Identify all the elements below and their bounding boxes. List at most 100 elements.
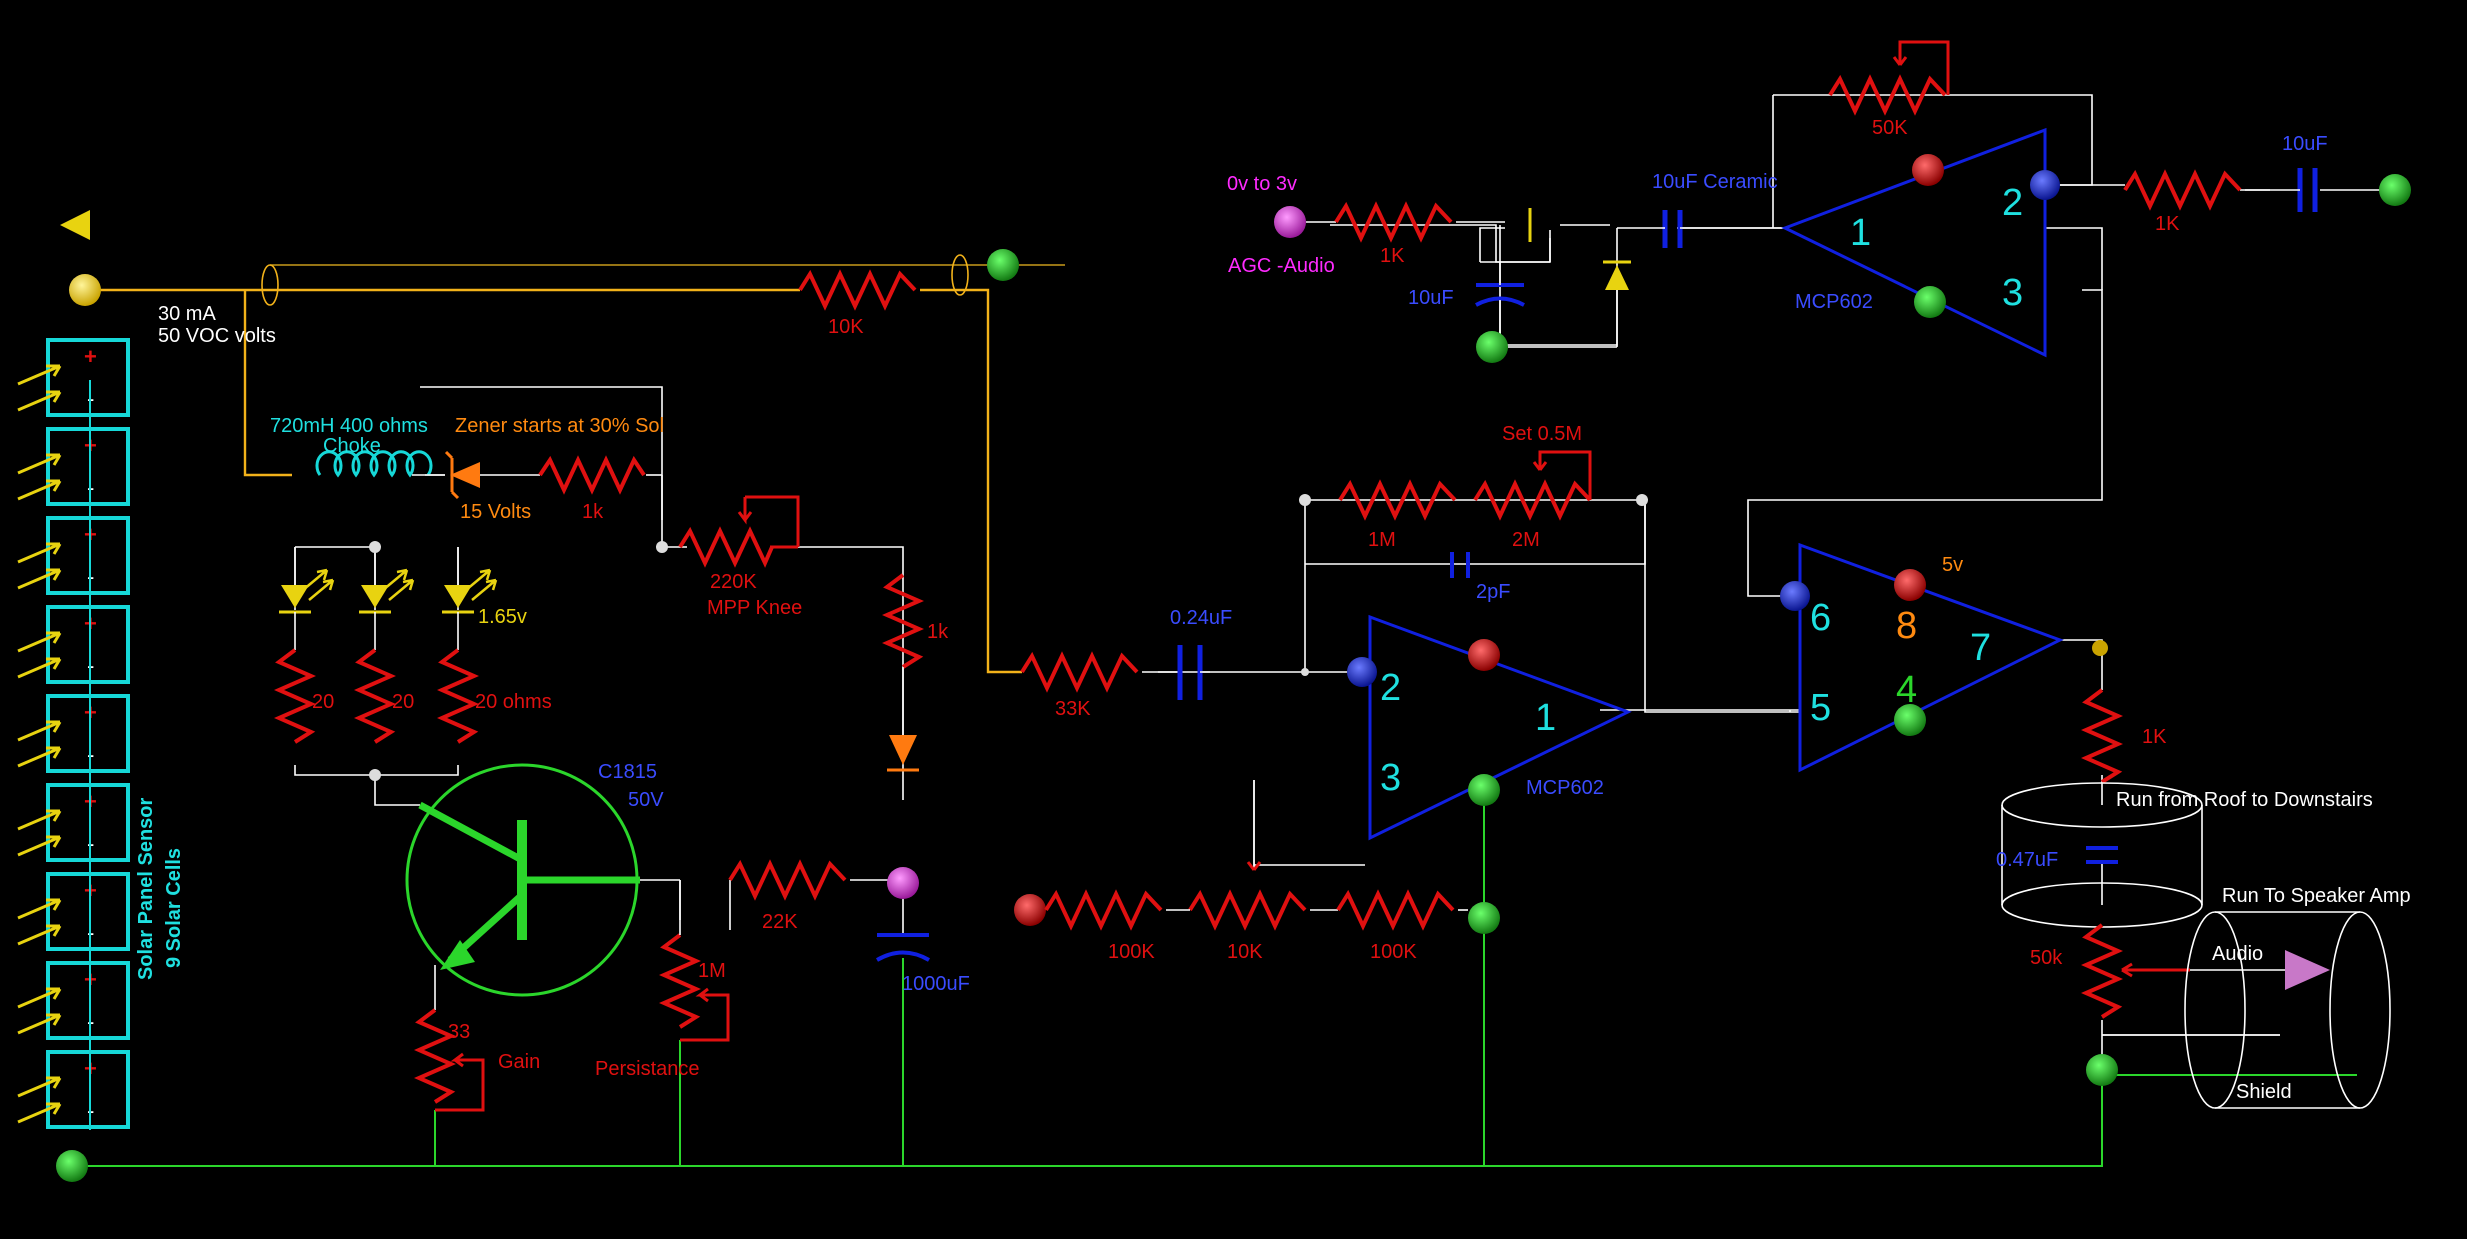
amp1-pin2: 2	[1380, 667, 1401, 709]
node-green-output	[2086, 1054, 2118, 1086]
persistance-label: Persistance	[595, 1058, 700, 1080]
node-magenta	[887, 867, 919, 899]
mpp-knee-label: MPP Knee	[707, 597, 802, 619]
supply-line	[85, 254, 1065, 674]
light-arrow-icon	[17, 568, 61, 590]
diode-agc-horizontal	[60, 208, 1532, 242]
pot-220k-label: 220K	[710, 571, 757, 593]
light-arrow-icon	[17, 720, 61, 742]
led-icon	[279, 547, 335, 650]
solar-cell: +-	[17, 872, 130, 951]
pot-10k-label: 10K	[1227, 941, 1263, 963]
pot-1m-persistance	[659, 933, 701, 1029]
agc-pin3: 3	[2002, 272, 2023, 314]
pot-33-label: 33	[448, 1021, 470, 1043]
amp1-name: MCP602	[1526, 777, 1604, 799]
audio-label: Audio	[2212, 943, 2263, 965]
solar-subtitle: 9 Solar Cells	[163, 848, 185, 968]
resistor-1k-agc	[1334, 201, 1453, 243]
cap-10uf-agc-label: 10uF	[1408, 287, 1454, 309]
light-arrow-icon	[17, 453, 61, 475]
light-arrow-icon	[17, 809, 61, 831]
pot-2m	[1473, 479, 1592, 521]
agc-pin2: 2	[2002, 182, 2023, 224]
pot-2m-label: 2M	[1512, 529, 1540, 551]
solar-current: 30 mA	[158, 303, 216, 325]
r-10k-label: 10K	[828, 316, 864, 338]
run-roof-label: Run from Roof to Downstairs	[2116, 789, 2373, 811]
pot-10k	[1188, 889, 1307, 931]
r-1k-output-label: 1K	[2142, 726, 2167, 748]
amp2-pin6: 6	[1810, 597, 1831, 639]
node-green-amp1	[1468, 902, 1500, 934]
diode-series	[889, 735, 917, 765]
pot-1m-label: 1M	[698, 960, 726, 982]
amp2-pin5: 5	[1810, 687, 1831, 729]
opamp-agc	[1781, 127, 2060, 358]
r-1k-b-label: 1k	[927, 621, 949, 643]
light-arrow-icon	[17, 1013, 61, 1035]
pot-50k-agc	[1828, 74, 1947, 116]
resistor-1m-feedback	[1338, 479, 1457, 521]
agc-label: AGC -Audio	[1228, 255, 1335, 277]
light-arrow-icon	[17, 479, 61, 501]
capacitor-2pf	[1450, 552, 1470, 578]
cable-speaker	[2184, 911, 2391, 1109]
light-arrow-icon	[17, 1076, 61, 1098]
r-100k-a-label: 100K	[1108, 941, 1155, 963]
resistor-10k	[798, 269, 917, 311]
r-1m-label: 1M	[1368, 529, 1396, 551]
resistor-1k-vertical	[882, 573, 924, 669]
light-arrow-icon	[17, 364, 61, 386]
light-arrow-icon	[17, 390, 61, 412]
r-20-b-label: 20	[392, 691, 414, 713]
gain-label: Gain	[498, 1051, 540, 1073]
set-note-label: Set 0.5M	[1502, 423, 1582, 445]
cap-agc-out-label: 10uF	[2282, 133, 2328, 155]
amp1-pin3: 3	[1380, 757, 1401, 799]
solar-cell-stack: +-+-+-+-+-+-+-+-+-	[17, 338, 130, 1129]
agc-name: MCP602	[1795, 291, 1873, 313]
light-arrow-icon	[17, 657, 61, 679]
light-arrow-icon	[17, 631, 61, 653]
capacitor-10uf-agc	[1475, 225, 1525, 333]
cap-047-label: 0.47uF	[1996, 849, 2058, 871]
amp1-pin1: 1	[1535, 697, 1556, 739]
ground-node	[56, 1150, 88, 1182]
cap-2pf-label: 2pF	[1476, 581, 1510, 603]
zener-voltage: 15 Volts	[460, 501, 531, 523]
light-arrow-icon	[17, 835, 61, 857]
agc-pin1: 1	[1850, 212, 1871, 254]
solar-cell: +-	[17, 516, 130, 595]
r-1k-a-label: 1k	[582, 501, 604, 523]
cap-ceramic-label: 10uF Ceramic	[1652, 171, 1778, 193]
run-speaker-label: Run To Speaker Amp	[2222, 885, 2411, 907]
light-arrow-icon	[17, 542, 61, 564]
r-33k-label: 33K	[1055, 698, 1091, 720]
pot-33-gain	[414, 1008, 456, 1104]
transistor-c1815	[405, 763, 640, 1010]
agc-range-label: 0v to 3v	[1227, 173, 1297, 195]
pot-220k	[678, 526, 774, 568]
led-voltage-label: 1.65v	[478, 606, 527, 628]
agc-output-node	[2379, 174, 2411, 206]
r-20-a-label: 20	[312, 691, 334, 713]
r-22k-label: 22K	[762, 911, 798, 933]
solar-title: Solar Panel Sensor	[135, 797, 157, 980]
solar-cell: +-	[17, 338, 130, 417]
resistor-1k-agc-out	[2123, 169, 2242, 211]
opamp-2	[1780, 542, 2108, 773]
light-arrow-icon	[17, 924, 61, 946]
amp2-supply: 5v	[1942, 554, 1963, 576]
cell-plus: +	[84, 344, 97, 369]
transistor-v-label: 50V	[628, 789, 664, 811]
node-red-left	[1014, 894, 1046, 926]
r-1k-agc-out-label: 1K	[2155, 213, 2180, 235]
cable-roof-downstairs	[2001, 782, 2203, 928]
shield-label: Shield	[2236, 1081, 2292, 1103]
signal-wires	[294, 94, 2395, 1036]
transistor-label: C1815	[598, 761, 657, 783]
amp2-pin4: 4	[1896, 669, 1917, 711]
cap-024-label: 0.24uF	[1170, 607, 1232, 629]
